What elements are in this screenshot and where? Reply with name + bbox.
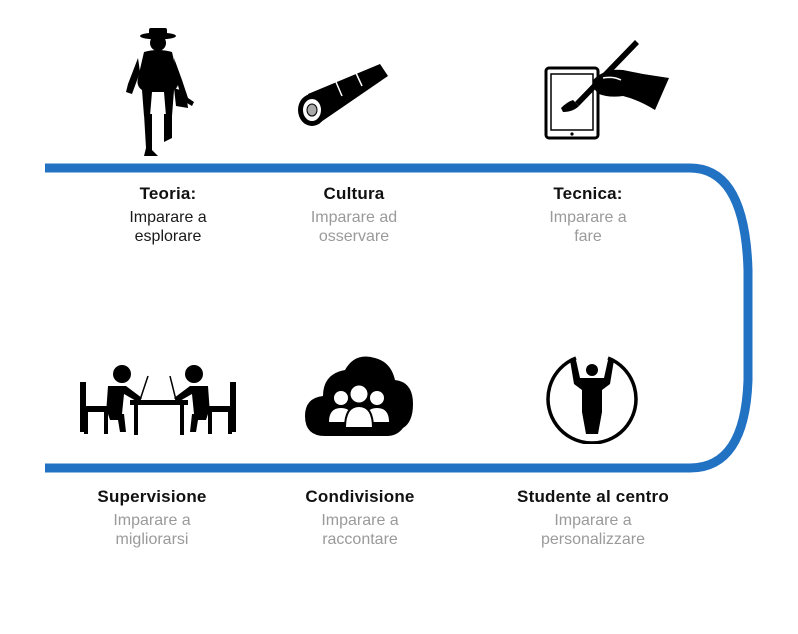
step-condivisione: Condivisione Imparare a raccontare	[260, 487, 460, 549]
explorer-silhouette-icon	[126, 28, 194, 156]
step-cultura: Cultura Imparare ad osservare	[254, 184, 454, 246]
two-people-at-desk-icon	[80, 365, 236, 435]
step-subtitle: Imparare ad osservare	[310, 209, 398, 245]
person-in-circle-icon	[546, 356, 638, 444]
tablet-drawing-hand-icon	[544, 40, 669, 140]
step-supervisione: Supervisione Imparare a migliorarsi	[52, 487, 252, 549]
telescope-icon	[298, 64, 388, 126]
step-studente-al-centro: Studente al centro Imparare a personaliz…	[493, 487, 693, 549]
step-title: Studente al centro	[517, 487, 669, 506]
step-title: Condivisione	[305, 487, 415, 506]
step-title: Teoria:	[139, 184, 197, 203]
step-title: Supervisione	[97, 487, 207, 506]
step-subtitle: Imparare a fare	[549, 209, 627, 245]
step-subtitle: Imparare a migliorarsi	[113, 512, 191, 548]
track-path	[45, 163, 753, 473]
step-tecnica: Tecnica: Imparare a fare	[488, 184, 688, 246]
step-title: Cultura	[323, 184, 385, 203]
step-title: Tecnica:	[553, 184, 623, 203]
step-teoria: Teoria: Imparare a esplorare	[68, 184, 268, 246]
people-in-cloud-icon	[305, 356, 413, 436]
step-subtitle: Imparare a esplorare	[129, 209, 207, 245]
step-subtitle: Imparare a raccontare	[321, 512, 399, 548]
step-subtitle: Imparare a personalizzare	[540, 512, 646, 548]
